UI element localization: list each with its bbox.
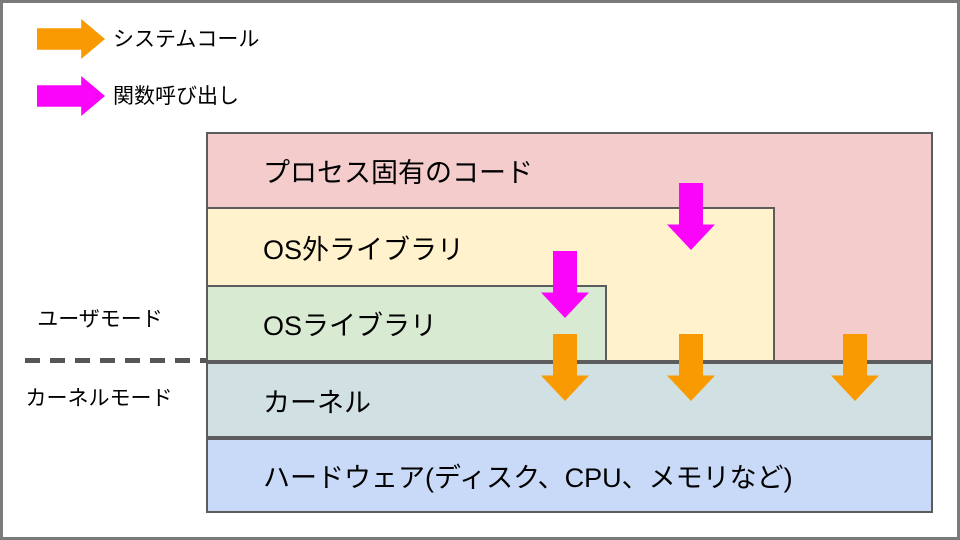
function-call-legend-arrow-icon [37, 76, 105, 116]
user-mode-label: ユーザモード [37, 308, 163, 331]
mode-boundary-dashed-line [25, 358, 207, 363]
layer-hardware-label: ハードウェア(ディスク、CPU、メモリなど) [263, 463, 793, 493]
system-call-legend-label: システムコール [113, 28, 260, 51]
system-call-legend-arrow-icon [37, 19, 105, 59]
layer-os-library-label: OSライブラリ [263, 311, 438, 341]
layer-hardware: ハードウェア(ディスク、CPU、メモリなど) [206, 438, 933, 513]
function-call-legend-label: 関数呼び出し [113, 85, 239, 108]
layer-kernel-label: カーネル [263, 387, 371, 418]
layer-process-specific-code-label: プロセス固有のコード [263, 158, 533, 188]
layer-os-library: OSライブラリ [206, 285, 607, 362]
kernel-mode-label: カーネルモード [25, 387, 173, 410]
layer-non-os-library-label: OS外ライブラリ [263, 234, 465, 265]
